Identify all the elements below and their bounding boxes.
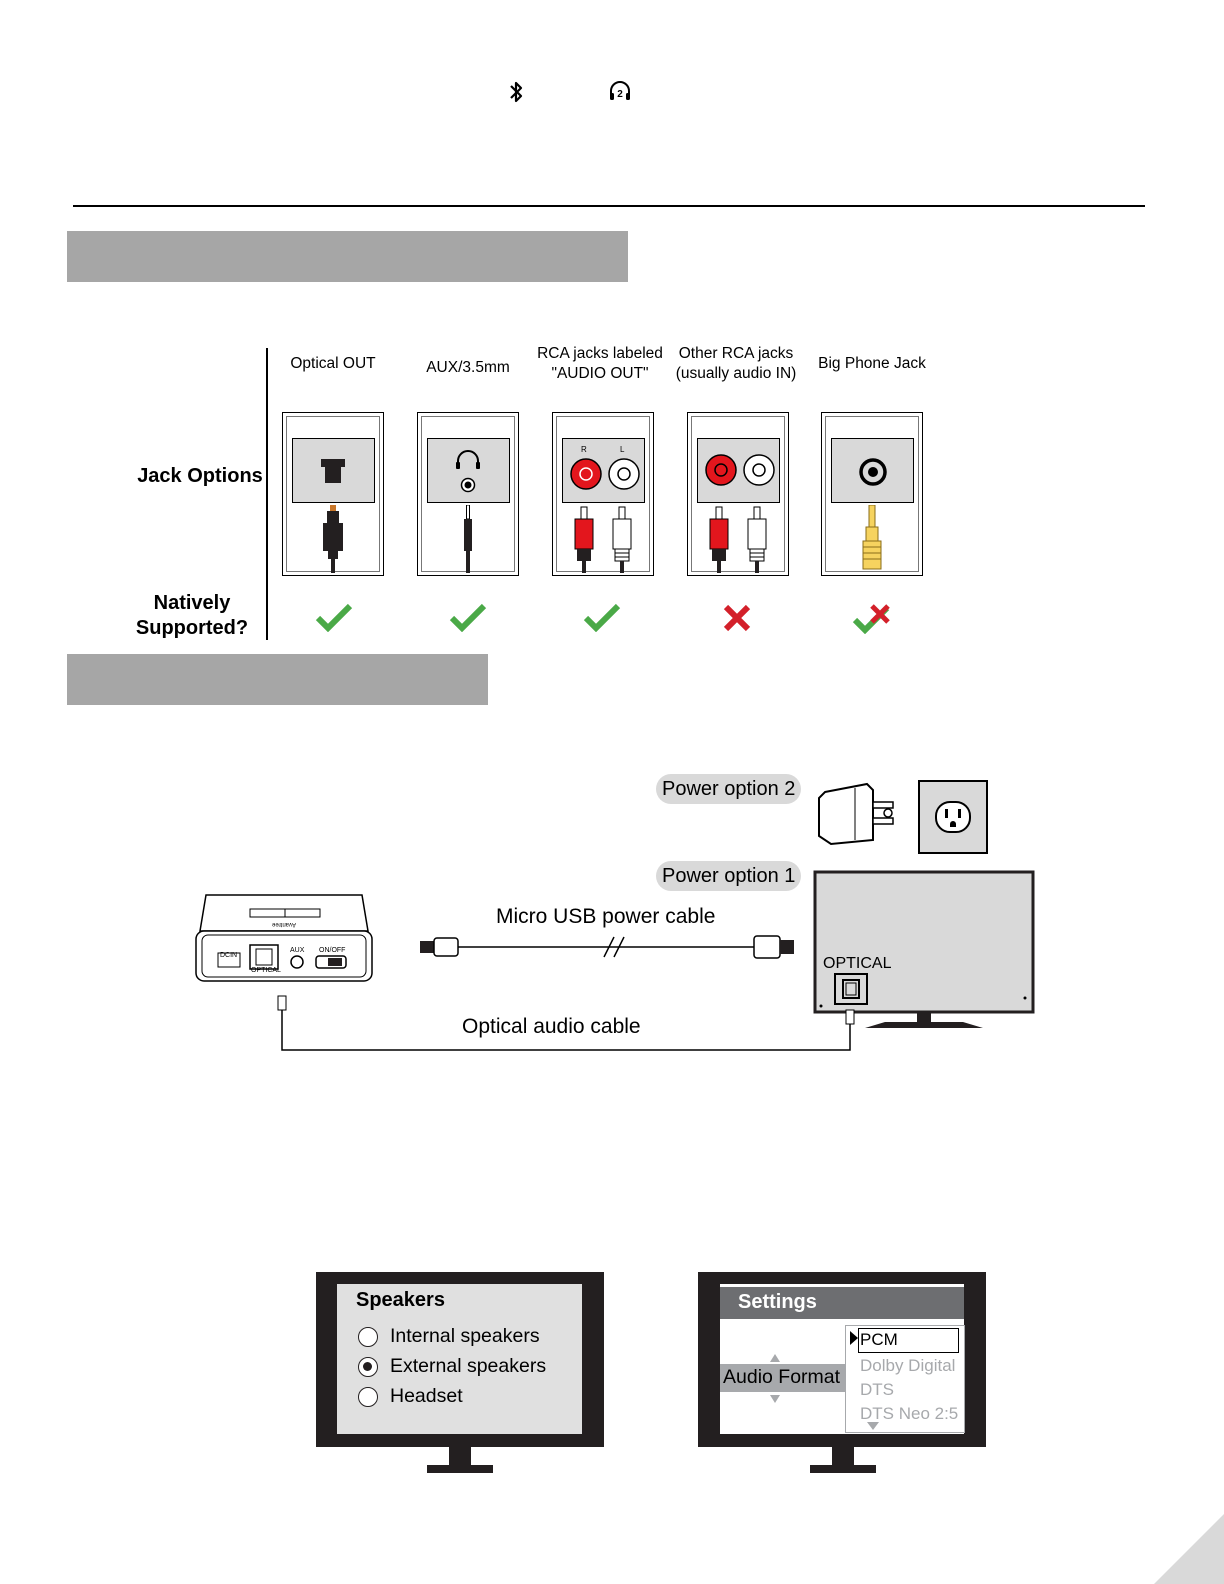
format-dropdown xyxy=(845,1325,965,1433)
radio-external-speakers[interactable] xyxy=(358,1357,378,1377)
jack-box-optical xyxy=(282,412,384,576)
section-header-bar-2 xyxy=(67,654,488,705)
column-header-other-rca: Other RCA jacks (usually audio IN) xyxy=(675,345,797,382)
rca-white-port-icon xyxy=(743,454,775,486)
bluetooth-icon xyxy=(510,81,523,103)
optical-cable xyxy=(277,995,855,1051)
column-header-optical: Optical OUT xyxy=(290,355,376,372)
tv-icon xyxy=(813,870,1035,1028)
jack-box-aux xyxy=(417,412,519,576)
aux-port-icon xyxy=(460,477,476,493)
up-arrow-icon xyxy=(770,1354,780,1362)
speakers-title: Speakers xyxy=(356,1289,445,1311)
optical-cable-label: Optical audio cable xyxy=(462,1015,641,1038)
svg-text:2: 2 xyxy=(617,89,623,100)
tv-optical-label: OPTICAL xyxy=(823,955,892,972)
headphones-two-icon: 2 xyxy=(610,81,630,100)
monitor-stand xyxy=(832,1447,854,1465)
internal-speakers-label: Internal speakers xyxy=(390,1325,540,1347)
format-option-dolby-digital[interactable]: Dolby Digital xyxy=(860,1356,956,1375)
svg-text:Avantree: Avantree xyxy=(271,921,296,927)
cross-icon xyxy=(723,604,751,632)
jack-box-big-phone-jack xyxy=(821,412,923,576)
jack-options-label: Jack Options xyxy=(137,465,263,487)
table-divider xyxy=(266,348,268,640)
micro-usb-cable xyxy=(420,935,794,959)
phone-jack-port-icon xyxy=(859,458,887,486)
format-option-pcm-label: PCM xyxy=(860,1330,898,1349)
rca-plugs-icon xyxy=(709,506,767,573)
tv-optical-port-icon xyxy=(834,973,868,1005)
device-port-aux: AUX xyxy=(290,947,305,954)
optical-plug-icon xyxy=(323,505,343,573)
section-header-bar-1 xyxy=(67,231,628,282)
aux-plug-icon xyxy=(464,505,472,573)
rca-red-port-icon xyxy=(705,454,737,486)
phone-jack-plug-icon xyxy=(862,505,882,570)
power-adapter-icon xyxy=(818,782,894,846)
radio-headset[interactable] xyxy=(358,1387,378,1407)
format-option-pcm[interactable] xyxy=(858,1328,959,1353)
jack-box-rca-audio-out: R L xyxy=(552,412,654,576)
external-speakers-label: External speakers xyxy=(390,1355,547,1377)
usb-cable-label: Micro USB power cable xyxy=(496,905,716,928)
selection-pointer-icon xyxy=(850,1331,858,1345)
rca-right-label: R xyxy=(581,445,587,454)
page-corner-fold xyxy=(1154,1514,1224,1584)
down-arrow-icon xyxy=(770,1395,780,1403)
format-option-dts[interactable]: DTS xyxy=(860,1380,894,1399)
device-port-dcin: DCIN xyxy=(220,952,238,959)
device-port-optical: OPTICAL xyxy=(251,967,281,974)
settings-title: Settings xyxy=(720,1287,964,1319)
column-header-aux: AUX/3.5mm xyxy=(426,359,510,376)
check-icon xyxy=(583,603,621,632)
jack-box-other-rca xyxy=(687,412,789,576)
optical-port-icon xyxy=(321,459,345,483)
power-option-2-label: Power option 2 xyxy=(656,774,802,804)
radio-internal-speakers[interactable] xyxy=(358,1327,378,1347)
rca-plugs-icon xyxy=(574,506,632,573)
check-with-cross-icon xyxy=(852,604,890,634)
rca-red-port-icon xyxy=(570,458,602,490)
format-option-dts-neo[interactable]: DTS Neo 2:5 xyxy=(860,1404,959,1423)
power-option-1-label: Power option 1 xyxy=(656,861,802,891)
wall-outlet-icon xyxy=(918,780,988,854)
monitor-base xyxy=(427,1465,493,1473)
device-port-onoff: ON/OFF xyxy=(319,947,346,954)
monitor-base xyxy=(810,1465,876,1473)
dropdown-down-arrow-icon xyxy=(867,1422,879,1430)
horizontal-rule xyxy=(73,205,1145,207)
headphones-icon xyxy=(456,450,480,469)
audio-format-row[interactable] xyxy=(720,1364,845,1392)
audio-format-label: Audio Format xyxy=(723,1366,841,1388)
monitor-stand xyxy=(449,1447,471,1465)
rca-white-port-icon xyxy=(608,458,640,490)
headset-label: Headset xyxy=(390,1385,463,1407)
column-header-big-phone-jack: Big Phone Jack xyxy=(818,355,926,372)
check-icon xyxy=(315,603,353,632)
bluetooth-transmitter-device: Avantree xyxy=(195,894,373,982)
rca-left-label: L xyxy=(620,445,625,454)
check-icon xyxy=(449,603,487,632)
natively-supported-label: Natively Supported? xyxy=(135,592,249,639)
column-header-rca-audio-out: RCA jacks labeled "AUDIO OUT" xyxy=(537,345,663,382)
